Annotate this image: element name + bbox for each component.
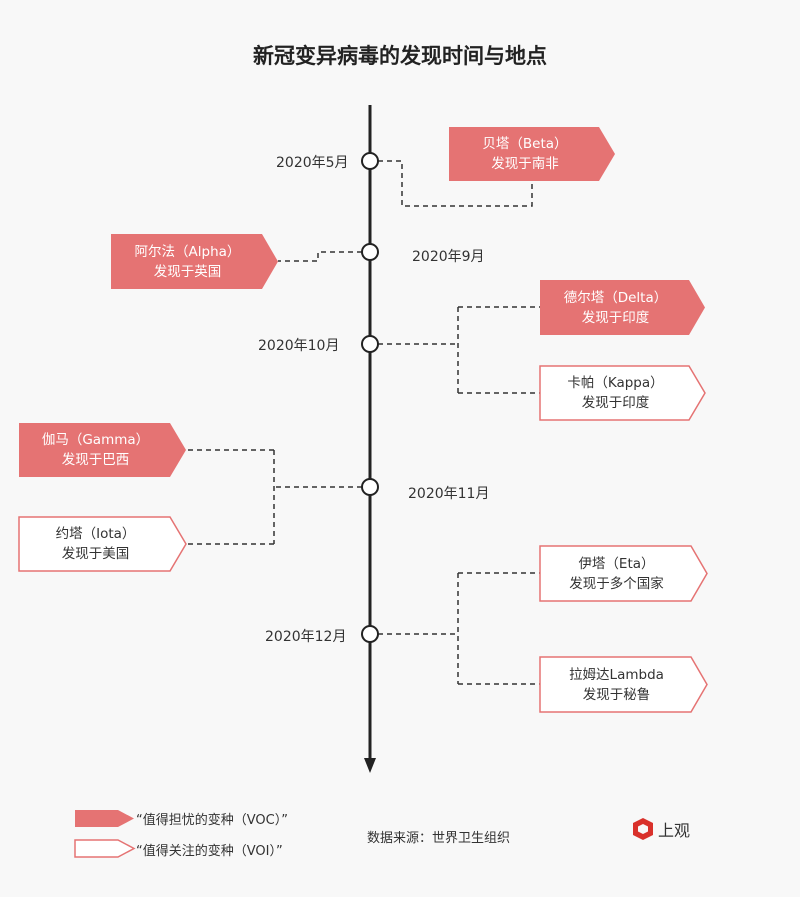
variant-box-voi: 卡帕（Kappa） 发现于印度 [540, 366, 705, 420]
variant-arrow-shape [18, 516, 187, 572]
timeline-node [361, 152, 379, 170]
logo-icon [633, 818, 653, 840]
variant-place: 发现于印度 [581, 395, 650, 411]
timeline-arrowhead [364, 758, 376, 773]
variant-arrow-shape [449, 127, 615, 181]
timeline-node [361, 478, 379, 496]
dashed-connector [278, 251, 362, 262]
legend-voi-swatch [74, 839, 136, 858]
variant-place: 发现于英国 [153, 263, 222, 280]
dashed-connector [378, 572, 540, 685]
legend-voc-label: “值得担忧的变种（VOC）” [136, 813, 288, 828]
variant-name: 拉姆达Lambda [569, 666, 664, 683]
variant-name: 贝塔（Beta） [482, 136, 568, 152]
variant-arrow-shape [19, 423, 186, 477]
legend-voi-label: “值得关注的变种（VOI）” [136, 844, 283, 859]
date-label: 2020年12月 [265, 629, 347, 645]
dashed-connector [186, 449, 362, 545]
logo-text: 上观 [658, 821, 691, 840]
variant-box-voc: 阿尔法（Alpha） 发现于英国 [111, 234, 278, 289]
variant-arrow-shape [539, 365, 706, 421]
variant-box-voi: 约塔（Iota） 发现于美国 [19, 517, 186, 571]
variant-name: 伊塔（Eta） [578, 555, 655, 572]
variant-box-voi: 伊塔（Eta） 发现于多个国家 [540, 546, 707, 601]
variant-place: 发现于多个国家 [569, 575, 664, 592]
variant-arrow-shape [539, 545, 708, 602]
timeline-node [361, 335, 379, 353]
variant-name: 伽马（Gamma） [41, 432, 150, 448]
variant-place: 发现于南非 [491, 156, 559, 172]
variant-box-voc: 德尔塔（Delta） 发现于印度 [540, 280, 705, 335]
logo: 上观 [632, 817, 690, 841]
variant-name: 德尔塔（Delta） [563, 289, 668, 306]
variant-box-voc: 伽马（Gamma） 发现于巴西 [19, 423, 186, 477]
date-label: 2020年10月 [258, 338, 340, 354]
dashed-connector [378, 160, 533, 207]
legend-voc-swatch [75, 810, 134, 827]
variant-box-voi: 拉姆达Lambda 发现于秘鲁 [540, 657, 707, 712]
variant-place: 发现于巴西 [61, 452, 130, 468]
timeline-node [361, 243, 379, 261]
variant-place: 发现于印度 [581, 309, 650, 326]
variant-box-voc: 贝塔（Beta） 发现于南非 [449, 127, 615, 181]
variant-arrow-shape [111, 234, 278, 289]
variant-name: 阿尔法（Alpha） [134, 243, 241, 260]
timeline-node [361, 625, 379, 643]
date-label: 2020年11月 [408, 486, 490, 502]
variant-place: 发现于美国 [61, 546, 130, 562]
data-source: 数据来源：世界卫生组织 [367, 831, 511, 846]
page-title: 新冠变异病毒的发现时间与地点 [253, 44, 547, 68]
variant-place: 发现于秘鲁 [582, 686, 651, 703]
variant-name: 卡帕（Kappa） [567, 375, 664, 391]
date-label: 2020年9月 [412, 249, 485, 265]
variant-arrow-shape [539, 656, 708, 713]
dashed-connector [378, 306, 540, 394]
variant-arrow-shape [540, 280, 705, 335]
date-label: 2020年5月 [276, 155, 349, 171]
variant-name: 约塔（Iota） [55, 526, 136, 542]
